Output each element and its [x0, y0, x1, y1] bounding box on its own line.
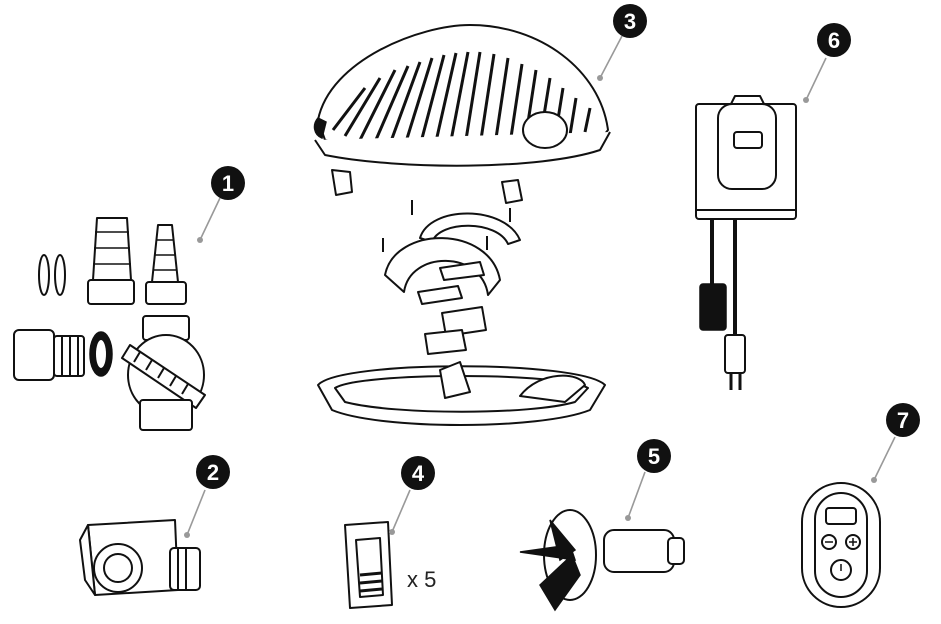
callout-2: 2	[196, 455, 230, 489]
callout-6: 6	[817, 23, 851, 57]
callout-1-number: 1	[222, 171, 234, 196]
leader-lines	[184, 35, 896, 538]
pump-housing	[79, 519, 201, 596]
quantity-label: x 5	[407, 567, 436, 592]
filter-dome-assembly	[313, 24, 611, 426]
hose-connector-set	[13, 217, 206, 431]
clip	[344, 521, 393, 609]
callout-2-number: 2	[207, 460, 219, 485]
remote-control	[801, 482, 881, 608]
callout-5-number: 5	[648, 444, 660, 469]
callout-7-number: 7	[897, 408, 909, 433]
impeller	[519, 509, 685, 612]
control-unit	[695, 95, 797, 390]
callout-4: 4	[401, 456, 435, 490]
callout-5: 5	[637, 439, 671, 473]
callout-7: 7	[886, 403, 920, 437]
callout-3-number: 3	[624, 9, 636, 34]
callout-4-number: 4	[412, 461, 425, 486]
callout-1: 1	[211, 166, 245, 200]
callout-6-number: 6	[828, 28, 840, 53]
callout-3: 3	[613, 4, 647, 38]
